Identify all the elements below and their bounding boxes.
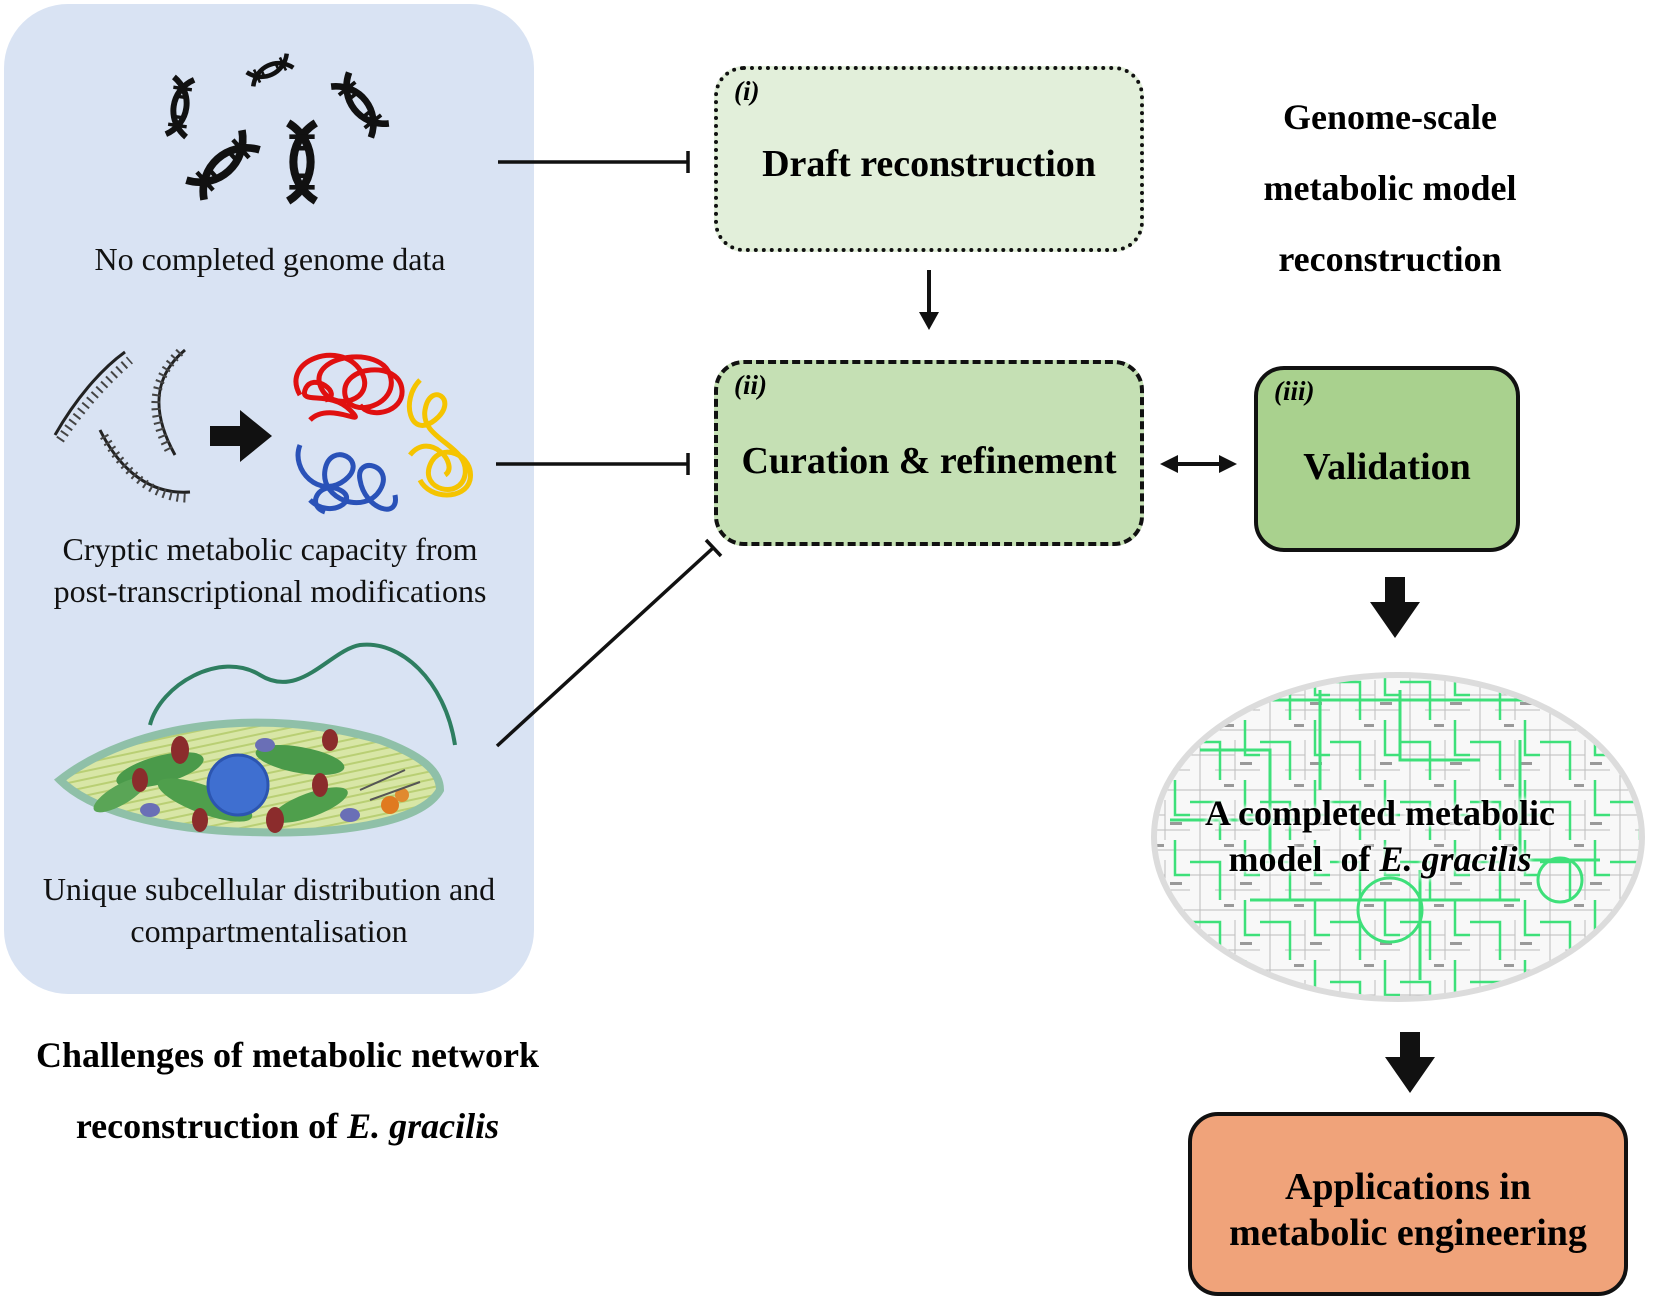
block-arrow-icon: [210, 410, 272, 462]
model-line: model of E. gracilis: [1150, 836, 1610, 882]
draft-reconstruction-box: (i) Draft reconstruction: [714, 66, 1144, 252]
arrow-curation-validation: [1160, 455, 1237, 473]
completed-model-label: A completed metabolic model of E. gracil…: [1150, 790, 1610, 882]
challenges-title: Challenges of metabolic network reconstr…: [0, 1020, 575, 1162]
applications-line: Applications in: [1284, 1166, 1532, 1208]
inhibit-connector: [495, 538, 723, 748]
chromatin-tangle-icon: [293, 352, 473, 515]
step-label: Validation: [1303, 446, 1471, 488]
applications-label: Applications in metabolic engineering: [1192, 1164, 1624, 1256]
step-label: Curation & refinement: [741, 440, 1117, 482]
process-title: Genome-scale metabolic model reconstruct…: [1200, 82, 1580, 295]
arrow-validation-to-model: [1370, 577, 1420, 638]
title-text: Challenges of metabolic network reconstr…: [36, 1035, 539, 1146]
validation-box: (iii) Validation: [1254, 366, 1520, 552]
title-line: Genome-scale: [1283, 97, 1497, 137]
euglena-cell-icon: [53, 642, 457, 837]
challenge-caption-subcellular: Unique subcellular distribution and comp…: [4, 868, 534, 952]
step-number: (iii): [1274, 376, 1315, 406]
metabolic-network-oval: [1151, 672, 1645, 1002]
model-line: A completed metabolic: [1205, 793, 1555, 833]
title-line: metabolic model: [1263, 168, 1517, 208]
applications-line: metabolic engineering: [1229, 1212, 1587, 1254]
species-name: E. gracilis: [347, 1106, 500, 1146]
inhibit-connector: [496, 453, 690, 475]
step-number: (ii): [734, 370, 767, 400]
arrow-draft-to-curation: [919, 270, 939, 330]
challenge-caption-genome: No completed genome data: [94, 241, 446, 277]
caption-line: post-transcriptional modifications: [53, 573, 487, 609]
inhibit-connector: [498, 151, 690, 173]
model-text: model of: [1228, 839, 1380, 879]
challenge-caption-cryptic: Cryptic metabolic capacity from post-tra…: [10, 528, 530, 612]
title-line: reconstruction: [1278, 239, 1502, 279]
caption-line: Unique subcellular distribution and: [42, 871, 496, 907]
step-label: Draft reconstruction: [762, 143, 1096, 185]
step-number: (i): [734, 76, 760, 106]
curation-refinement-box: (ii) Curation & refinement: [714, 360, 1144, 546]
arrow-model-to-applications: [1385, 1032, 1435, 1093]
species-name: E. gracilis: [1379, 839, 1532, 879]
applications-box: Applications in metabolic engineering: [1188, 1112, 1628, 1296]
caption-line: Cryptic metabolic capacity from: [62, 531, 478, 567]
dna-helix-icon: [166, 54, 389, 202]
caption-line: compartmentalisation: [130, 913, 408, 949]
rna-strand-icon: [53, 348, 191, 503]
